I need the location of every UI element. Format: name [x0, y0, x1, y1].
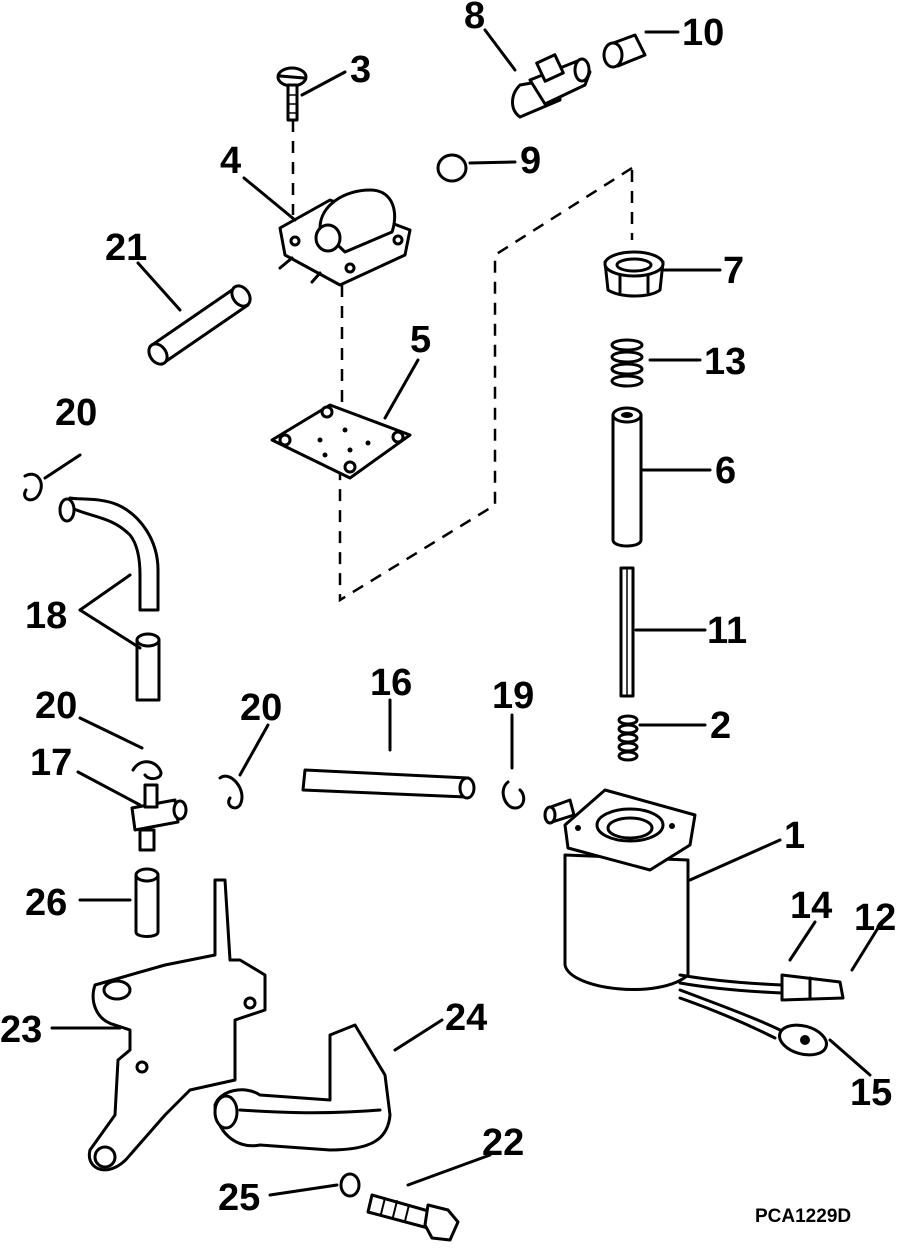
part-6-sleeve: [611, 406, 643, 548]
part-14-wire-lead: [678, 973, 784, 995]
part-10-cap: [602, 33, 647, 69]
callout-15: 15: [850, 1072, 892, 1114]
assembly-guide-lines: [291, 120, 634, 603]
part-7-bushing: [603, 250, 665, 298]
part-12-connector: [780, 973, 845, 1002]
part-20-clip-c: [218, 774, 244, 810]
callout-24: 24: [445, 997, 487, 1039]
part-20-clip-a: [23, 472, 43, 502]
callout-8: 8: [464, 0, 485, 37]
callout-10: 10: [682, 12, 724, 54]
callout-25: 25: [218, 1177, 260, 1219]
callout-2: 2: [710, 705, 731, 747]
part-25-washer: [339, 1172, 361, 1198]
callout-14: 14: [790, 885, 832, 927]
reference-code: PCA1229D: [755, 1206, 851, 1227]
callout-7: 7: [723, 250, 744, 292]
callout-21: 21: [105, 227, 147, 269]
part-5-gasket: [270, 403, 412, 480]
part-2-spring: [617, 714, 639, 762]
callout-12: 12: [854, 897, 896, 939]
callout-16: 16: [370, 662, 412, 704]
part-9-o-ring: [436, 153, 468, 183]
callout-6: 6: [715, 450, 736, 492]
part-11-pin: [619, 566, 635, 698]
part-3-screw: [276, 66, 308, 122]
callout-11: 11: [707, 610, 747, 652]
callout-5: 5: [410, 319, 431, 361]
part-15-ring-terminal: [678, 988, 828, 1057]
part-1-pump-body: [543, 788, 697, 991]
callout-4: 4: [220, 140, 241, 182]
callout-9: 9: [520, 140, 541, 182]
callout-20-left: 20: [35, 685, 77, 727]
callout-1: 1: [784, 815, 805, 857]
part-8-fitting: [511, 53, 592, 119]
callout-23: 23: [0, 1009, 42, 1051]
part-26-tube: [134, 867, 160, 938]
callout-20-top: 20: [55, 392, 97, 434]
callout-3: 3: [350, 49, 371, 91]
part-16-hose: [301, 768, 476, 800]
part-17-tee: [130, 783, 188, 852]
part-18-hose: [58, 496, 161, 702]
callout-20-center: 20: [240, 687, 282, 729]
part-19-clip: [501, 780, 526, 810]
callout-19: 19: [492, 675, 534, 717]
part-23-bracket: [87, 878, 267, 1172]
part-20-clip-b: [131, 760, 163, 781]
part-13-spring: [610, 338, 644, 388]
callout-13: 13: [704, 341, 746, 383]
callout-17: 17: [30, 742, 72, 784]
callout-labels: 1 2 3 4 5 6 7 8 9 10 11 12 13 14 15 16 1…: [0, 0, 896, 1219]
callout-26: 26: [25, 882, 67, 924]
part-22-bolt: [366, 1193, 460, 1242]
part-24-clamp: [213, 1023, 392, 1152]
part-4-pump-cover: [278, 188, 412, 287]
callout-leader-lines: [43, 28, 880, 1197]
callout-18: 18: [25, 595, 67, 637]
callout-22: 22: [482, 1122, 524, 1164]
part-21-tube: [147, 284, 252, 366]
